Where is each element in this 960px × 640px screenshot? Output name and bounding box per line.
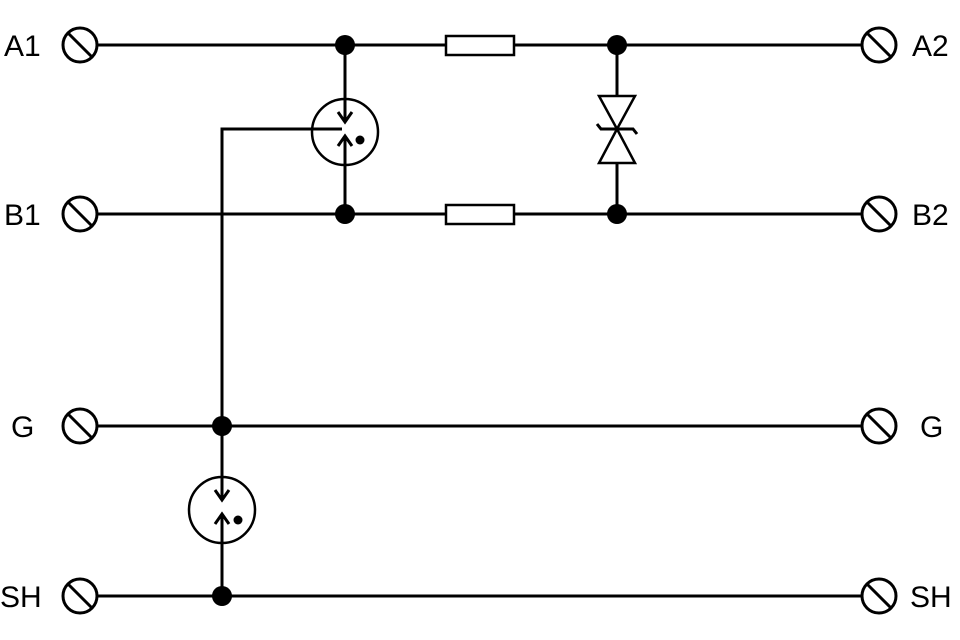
label-a2: A2 (912, 30, 949, 63)
terminal-a2 (860, 26, 898, 64)
terminal-g-right (860, 407, 898, 445)
gas-discharge-tube-lower (187, 475, 257, 545)
junction-b-gdt (335, 204, 355, 224)
junction-sh (212, 586, 232, 606)
junction-a-gdt (335, 35, 355, 55)
junction-a-tvs (607, 35, 627, 55)
resistor-b (444, 203, 516, 226)
junctions (212, 35, 627, 606)
junction-g (212, 416, 232, 436)
terminal-a1 (61, 26, 99, 64)
label-sh-right: SH (910, 581, 952, 614)
terminal-sh-left (61, 577, 99, 615)
label-g-right: G (920, 411, 943, 444)
label-b2: B2 (912, 199, 949, 232)
wire-gdt1-ground (220, 127, 330, 478)
label-g-left: G (11, 411, 34, 444)
junction-b-tvs (607, 204, 627, 224)
label-b1: B1 (4, 199, 41, 232)
terminal-g-left (61, 407, 99, 445)
label-sh-left: SH (0, 581, 42, 614)
tvs-diode (595, 94, 639, 165)
terminal-b2 (860, 195, 898, 233)
terminal-b1 (61, 195, 99, 233)
terminal-sh-right (860, 577, 898, 615)
resistor-a (444, 34, 516, 57)
label-a1: A1 (4, 30, 41, 63)
gas-discharge-tube-upper (310, 97, 380, 167)
